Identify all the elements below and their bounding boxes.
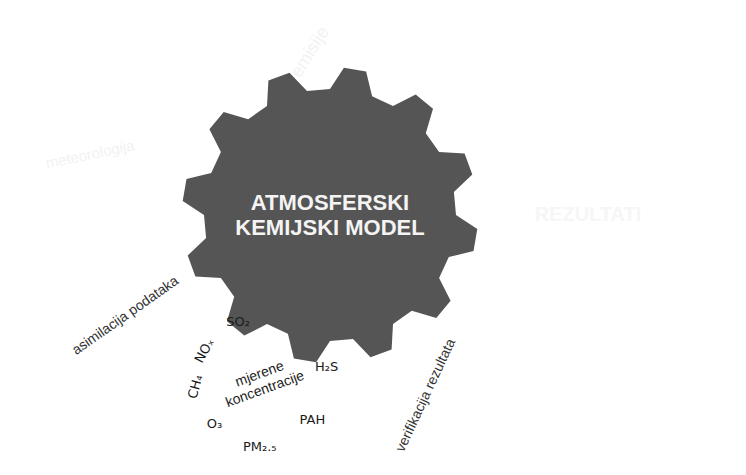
pollutant-label: PAH bbox=[300, 413, 326, 428]
shape-fill bbox=[183, 68, 478, 363]
main-gear: ATMOSFERSKI KEMIJSKI MODEL bbox=[180, 65, 480, 365]
gear-title: REZULTATI bbox=[535, 203, 642, 226]
curved-arrow bbox=[40, 246, 150, 260]
gear-title: ATMOSFERSKI KEMIJSKI MODEL bbox=[235, 190, 425, 241]
pollutant-label: PM₂.₅ bbox=[243, 439, 277, 454]
flow-label: asimilacija podataka bbox=[69, 272, 182, 357]
flow-label: verifikacija rezultata bbox=[392, 336, 459, 454]
gear-node: mjerene koncentracije SO₂ H₂S PAH PM₂.₅ O₃ CH₄… bbox=[170, 290, 354, 472]
curved-arrow bbox=[285, 452, 358, 467]
pollutant-label: H₂S bbox=[315, 360, 338, 375]
gear-title: mjerene koncentracije bbox=[213, 350, 310, 412]
gear-title: meteorologija bbox=[44, 136, 136, 172]
shape-fill bbox=[488, 158, 744, 270]
result-arrow: REZULTATI bbox=[488, 158, 744, 270]
shape-fill bbox=[12, 76, 170, 235]
pollutant-label: SO₂ bbox=[226, 314, 250, 329]
gear-title: emisije bbox=[286, 23, 333, 81]
gear-node: meteorologija bbox=[5, 72, 175, 238]
curved-arrow bbox=[39, 392, 50, 455]
shape-fill bbox=[175, 293, 351, 470]
pollutant-label: O₃ bbox=[207, 416, 222, 431]
pollutant-label: CH₄ bbox=[186, 373, 207, 400]
pollutant-label: NOₓ bbox=[193, 336, 218, 366]
